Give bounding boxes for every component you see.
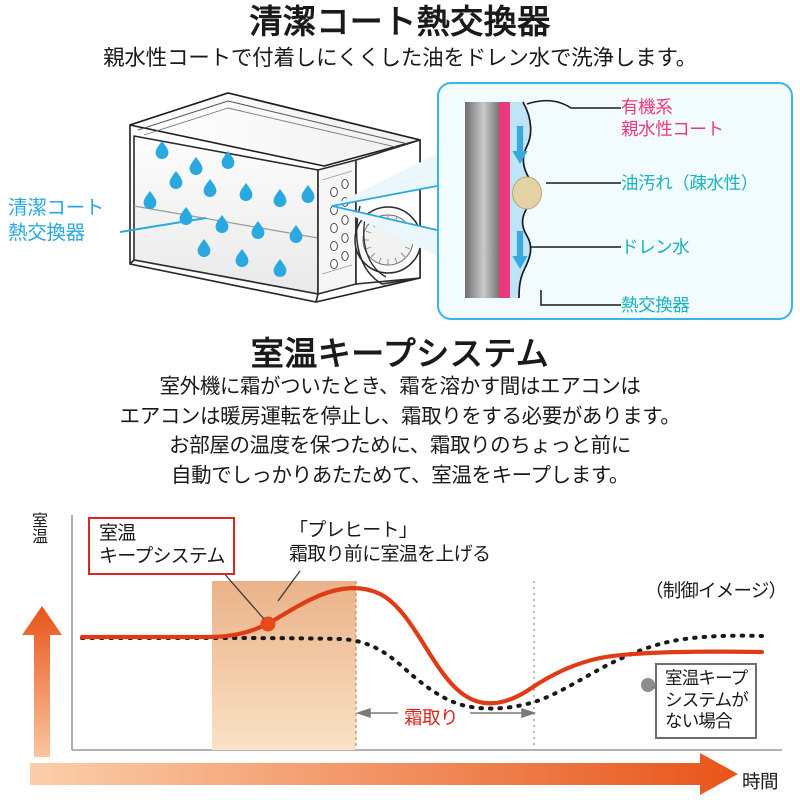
water-droplet-group xyxy=(143,141,315,277)
preheat-callout-leader xyxy=(221,570,265,620)
heat-exchanger-layer xyxy=(465,102,499,298)
coat-section-title: 清潔コート熱交換器 xyxy=(249,3,551,40)
chart-canvas xyxy=(22,515,782,795)
water-flow-arrow-group xyxy=(512,126,528,269)
coat-section-subtitle: 親水性コートで付着しにくくした油をドレン水で洗浄します。 xyxy=(103,46,697,70)
panel-label-oil: 油汚れ（疎水性） xyxy=(621,173,758,193)
coating-cross-section-diagram xyxy=(465,101,542,299)
chart-x-axis-label: 時間 xyxy=(742,771,779,792)
y-axis-arrow xyxy=(22,606,62,757)
preheat-shaded-region xyxy=(212,581,356,750)
annotation-preheat: 「プレヒート」 霜取り前に室温を上げる xyxy=(289,520,491,565)
chart-y-axis-label: 室温 xyxy=(29,512,46,544)
panel-label-drain-water: ドレン水 xyxy=(621,237,690,257)
keep-section-body: 室外機に霜がついたとき、霜を溶かす間はエアコンは エアコンは暖房運転を停止し、霜… xyxy=(0,372,800,490)
callout-keep-system: 室温 キープシステム xyxy=(88,517,235,576)
keep-body-line: 室外機に霜がついたとき、霜を溶かす間はエアコンは xyxy=(159,375,641,398)
oil-droplet xyxy=(512,176,542,210)
series-with-keep-system xyxy=(79,585,765,706)
coat-label-leader-line xyxy=(107,217,207,235)
clean-coat-heat-exchanger-label: 清潔コート 熱交換器 xyxy=(8,197,105,244)
nokeep-marker-dot xyxy=(641,678,655,692)
hydrophilic-coating-layer xyxy=(499,102,510,298)
panel-label-coating: 有機系 親水性コート xyxy=(621,97,724,140)
callout-no-keep-system: 室温キープ システムが ない場合 xyxy=(655,663,757,740)
keep-body-line: お部屋の温度を保つために、霜取りのちょっと前に xyxy=(169,434,631,458)
magnifier-connector xyxy=(331,154,438,256)
annotation-control-image: （制御イメージ） xyxy=(645,580,787,601)
x-axis-arrow xyxy=(30,753,738,795)
label-defrost: 霜取り xyxy=(404,707,459,728)
keep-body-line: 自動でしっかりあたためて、室温をキープします。 xyxy=(171,463,629,487)
preheat-annotation-leader xyxy=(277,570,301,602)
cross-section-zoom-panel: 有機系 親水性コート 油汚れ（疎水性） ドレン水 熱交換器 xyxy=(437,82,793,320)
keep-section-title: 室温キープシステム xyxy=(250,335,550,372)
panel-leader-lines xyxy=(526,99,621,306)
preheat-marker-dot xyxy=(260,616,276,632)
room-temperature-control-chart xyxy=(0,505,800,800)
defrost-span-arrow xyxy=(355,707,537,719)
keep-body-line: エアコンは暖房運転を停止し、霜取りをする必要があります。 xyxy=(119,404,681,428)
panel-label-heat-exchanger: 熱交換器 xyxy=(621,295,690,315)
series-without-keep-system xyxy=(80,633,764,711)
